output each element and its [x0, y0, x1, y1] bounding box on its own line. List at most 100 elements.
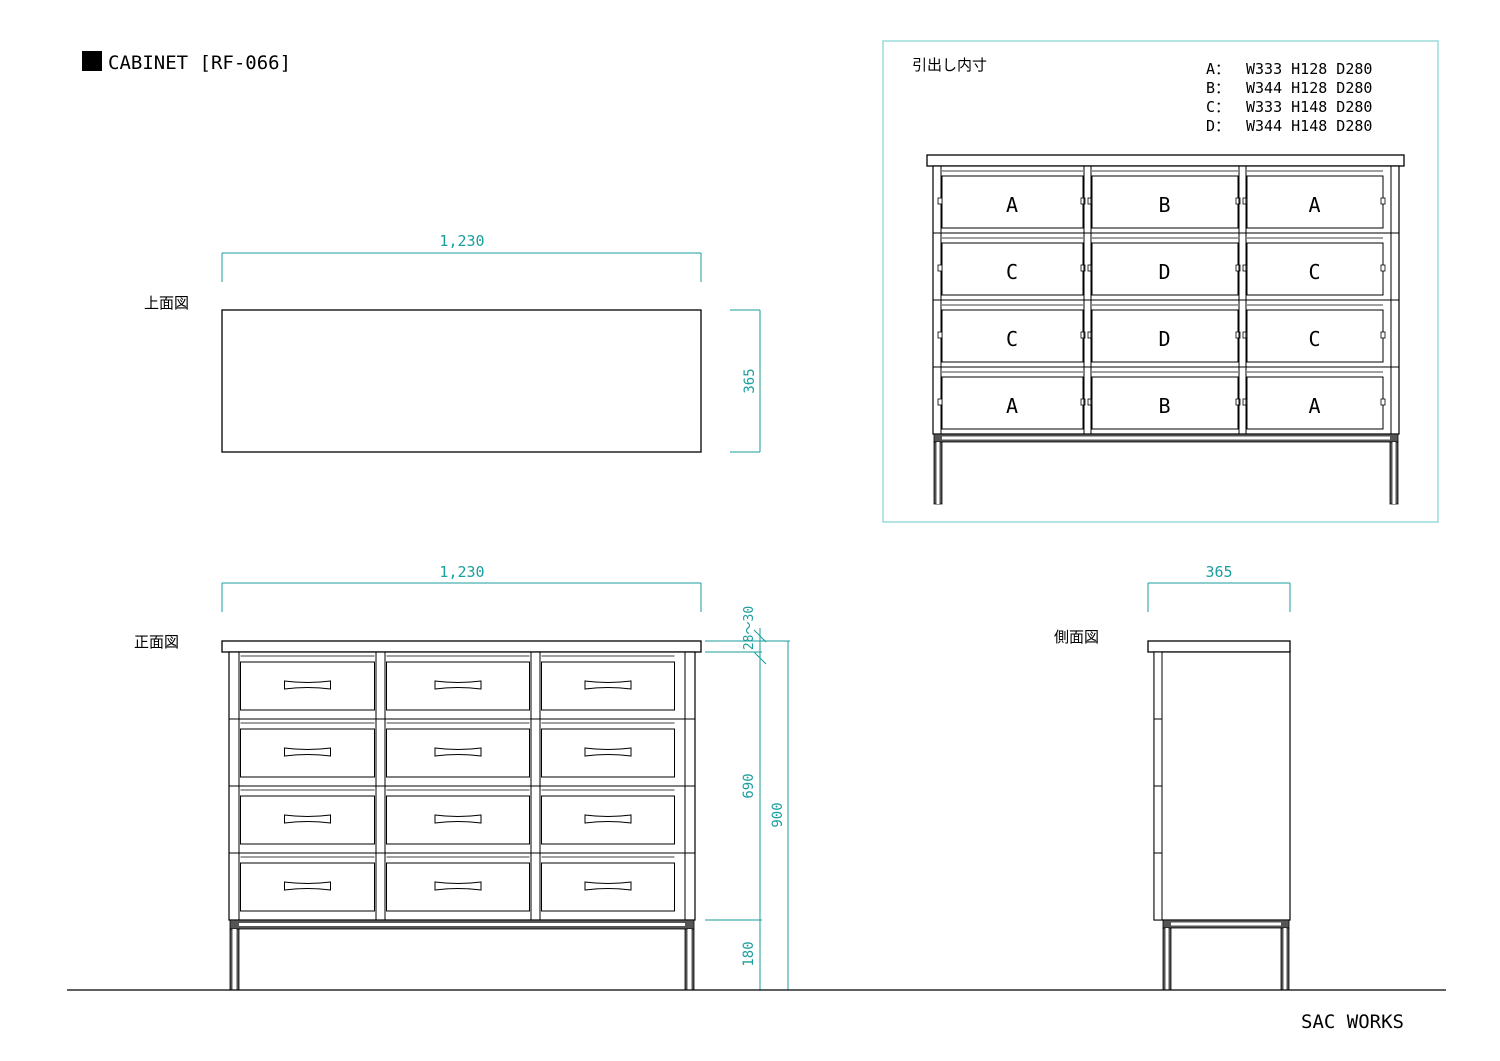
drawer-slide-icon	[1087, 264, 1093, 272]
panel-drawer-front	[1246, 309, 1384, 363]
side-depth-dim-text: 365	[1205, 563, 1232, 581]
drawer-type-letter: A	[1006, 394, 1018, 418]
side-carcass	[1153, 651, 1291, 921]
side-leg-frame-inner	[1171, 922, 1281, 926]
drawer-type-letter: D	[1158, 327, 1170, 351]
top-depth-dim-text: 365	[742, 368, 758, 393]
drawer-handle-icon	[434, 680, 482, 690]
drawer-type-letter: B	[1158, 193, 1170, 217]
drawer-type-letter: C	[1006, 260, 1018, 284]
drawer-slide-icon	[1087, 197, 1093, 205]
drawer-slide-icon	[1380, 331, 1386, 339]
drawer-type-letter: A	[1308, 394, 1320, 418]
top-width-dimension	[221, 252, 702, 282]
drawer-slide-icon	[1080, 398, 1086, 406]
drawer-type-letter: C	[1308, 327, 1320, 351]
top-view: 上面図 1,230 365	[144, 232, 761, 453]
panel-drawer-front	[1246, 376, 1384, 430]
drawer-spec-label: B：	[1206, 79, 1230, 97]
footer-brand: SAC WORKS	[1301, 1011, 1404, 1033]
drawer-type-letter: D	[1158, 260, 1170, 284]
side-view-label: 側面図	[1054, 628, 1099, 646]
panel-leg-frame	[933, 433, 1399, 505]
drawer-slide-icon	[1242, 331, 1248, 339]
drawer-panel-title: 引出し内寸	[912, 56, 987, 74]
side-leg-frame	[1162, 919, 1290, 991]
drawer-handle-icon	[284, 747, 331, 757]
drawer-slide-icon	[1235, 331, 1241, 339]
front-body-dim-text: 690	[741, 773, 757, 798]
front-drawers	[229, 652, 695, 921]
front-leg-frame	[229, 919, 695, 991]
drawer-slide-icon	[1380, 398, 1386, 406]
side-leg-right-inner	[1283, 928, 1287, 990]
drawer-slide-icon	[1087, 331, 1093, 339]
side-view: 側面図 365	[1054, 563, 1291, 991]
drawer-spec-value: W333 H128 D280	[1246, 60, 1372, 78]
top-width-dim-text: 1,230	[439, 232, 484, 250]
front-width-dim-text: 1,230	[439, 563, 484, 581]
drawer-spec-value: W344 H128 D280	[1246, 79, 1372, 97]
drawer-handle-icon	[584, 680, 632, 690]
drawer-slide-icon	[1235, 264, 1241, 272]
panel-drawer-front	[1091, 242, 1239, 296]
drawer-handle-icon	[284, 814, 331, 824]
front-leg-dim-text: 180	[741, 941, 757, 966]
drawer-spec-label: A：	[1206, 60, 1230, 78]
side-leg-left-inner	[1165, 928, 1169, 990]
drawer-handle-icon	[434, 814, 482, 824]
drawer-type-letter: C	[1006, 327, 1018, 351]
front-leg-right-inner	[687, 929, 692, 990]
drawer-handle-icon	[284, 680, 331, 690]
side-top-slab	[1147, 640, 1291, 653]
sheet-title: CABINET [RF-066]	[82, 51, 291, 74]
drawer-slide-icon	[1080, 331, 1086, 339]
panel-leg-left-inner	[936, 442, 940, 504]
drawer-spec-value: W344 H148 D280	[1246, 117, 1372, 135]
panel-drawer-front	[1091, 376, 1239, 430]
drawer-slide-icon	[1235, 197, 1241, 205]
drawer-front	[240, 728, 375, 778]
drawer-slide-icon	[1080, 264, 1086, 272]
top-depth-dimension	[730, 309, 761, 453]
drawer-front	[240, 795, 375, 845]
front-view: 正面図 1,230	[134, 563, 790, 991]
front-leg-left-inner	[232, 929, 237, 990]
drawer-handle-icon	[434, 747, 482, 757]
drawer-type-letter: C	[1308, 260, 1320, 284]
drawer-handle-icon	[284, 881, 331, 891]
drawer-slide-icon	[937, 331, 943, 339]
drawer-spec-label: C：	[1206, 98, 1230, 116]
top-view-label: 上面図	[144, 294, 189, 312]
panel-drawer-front	[941, 175, 1084, 229]
panel-leg-right-inner	[1392, 442, 1396, 504]
panel-drawer-front	[1091, 175, 1239, 229]
drawer-handle-icon	[584, 814, 632, 824]
drawer-slide-icon	[1242, 264, 1248, 272]
drawer-type-letter: B	[1158, 394, 1170, 418]
drawer-handle-icon	[584, 747, 632, 757]
front-height-dimensions	[705, 628, 790, 990]
drawer-slide-icon	[1080, 197, 1086, 205]
front-leg-frame-inner	[239, 923, 685, 926]
drawer-handle-icon	[584, 881, 632, 891]
drawer-slide-icon	[1087, 398, 1093, 406]
drawer-panel-border	[882, 40, 1439, 523]
drawer-spec-label: D：	[1206, 117, 1230, 135]
drawer-spec-value: W333 H148 D280	[1246, 98, 1372, 116]
panel-top-slab	[926, 154, 1405, 167]
panel-drawer-front	[1091, 309, 1239, 363]
panel-drawer-front	[1246, 175, 1384, 229]
drawer-handle-icon	[434, 881, 482, 891]
drawer-slide-icon	[1380, 264, 1386, 272]
drawer-slide-icon	[937, 264, 943, 272]
title-text: CABINET [RF-066]	[108, 52, 291, 74]
drawer-slide-icon	[1380, 197, 1386, 205]
drawer-type-letter: A	[1308, 193, 1320, 217]
front-view-label: 正面図	[134, 633, 179, 651]
drawer-slide-icon	[1242, 398, 1248, 406]
front-total-height-dim-text: 900	[770, 802, 786, 827]
panel-leg-frame-inner	[942, 436, 1390, 440]
